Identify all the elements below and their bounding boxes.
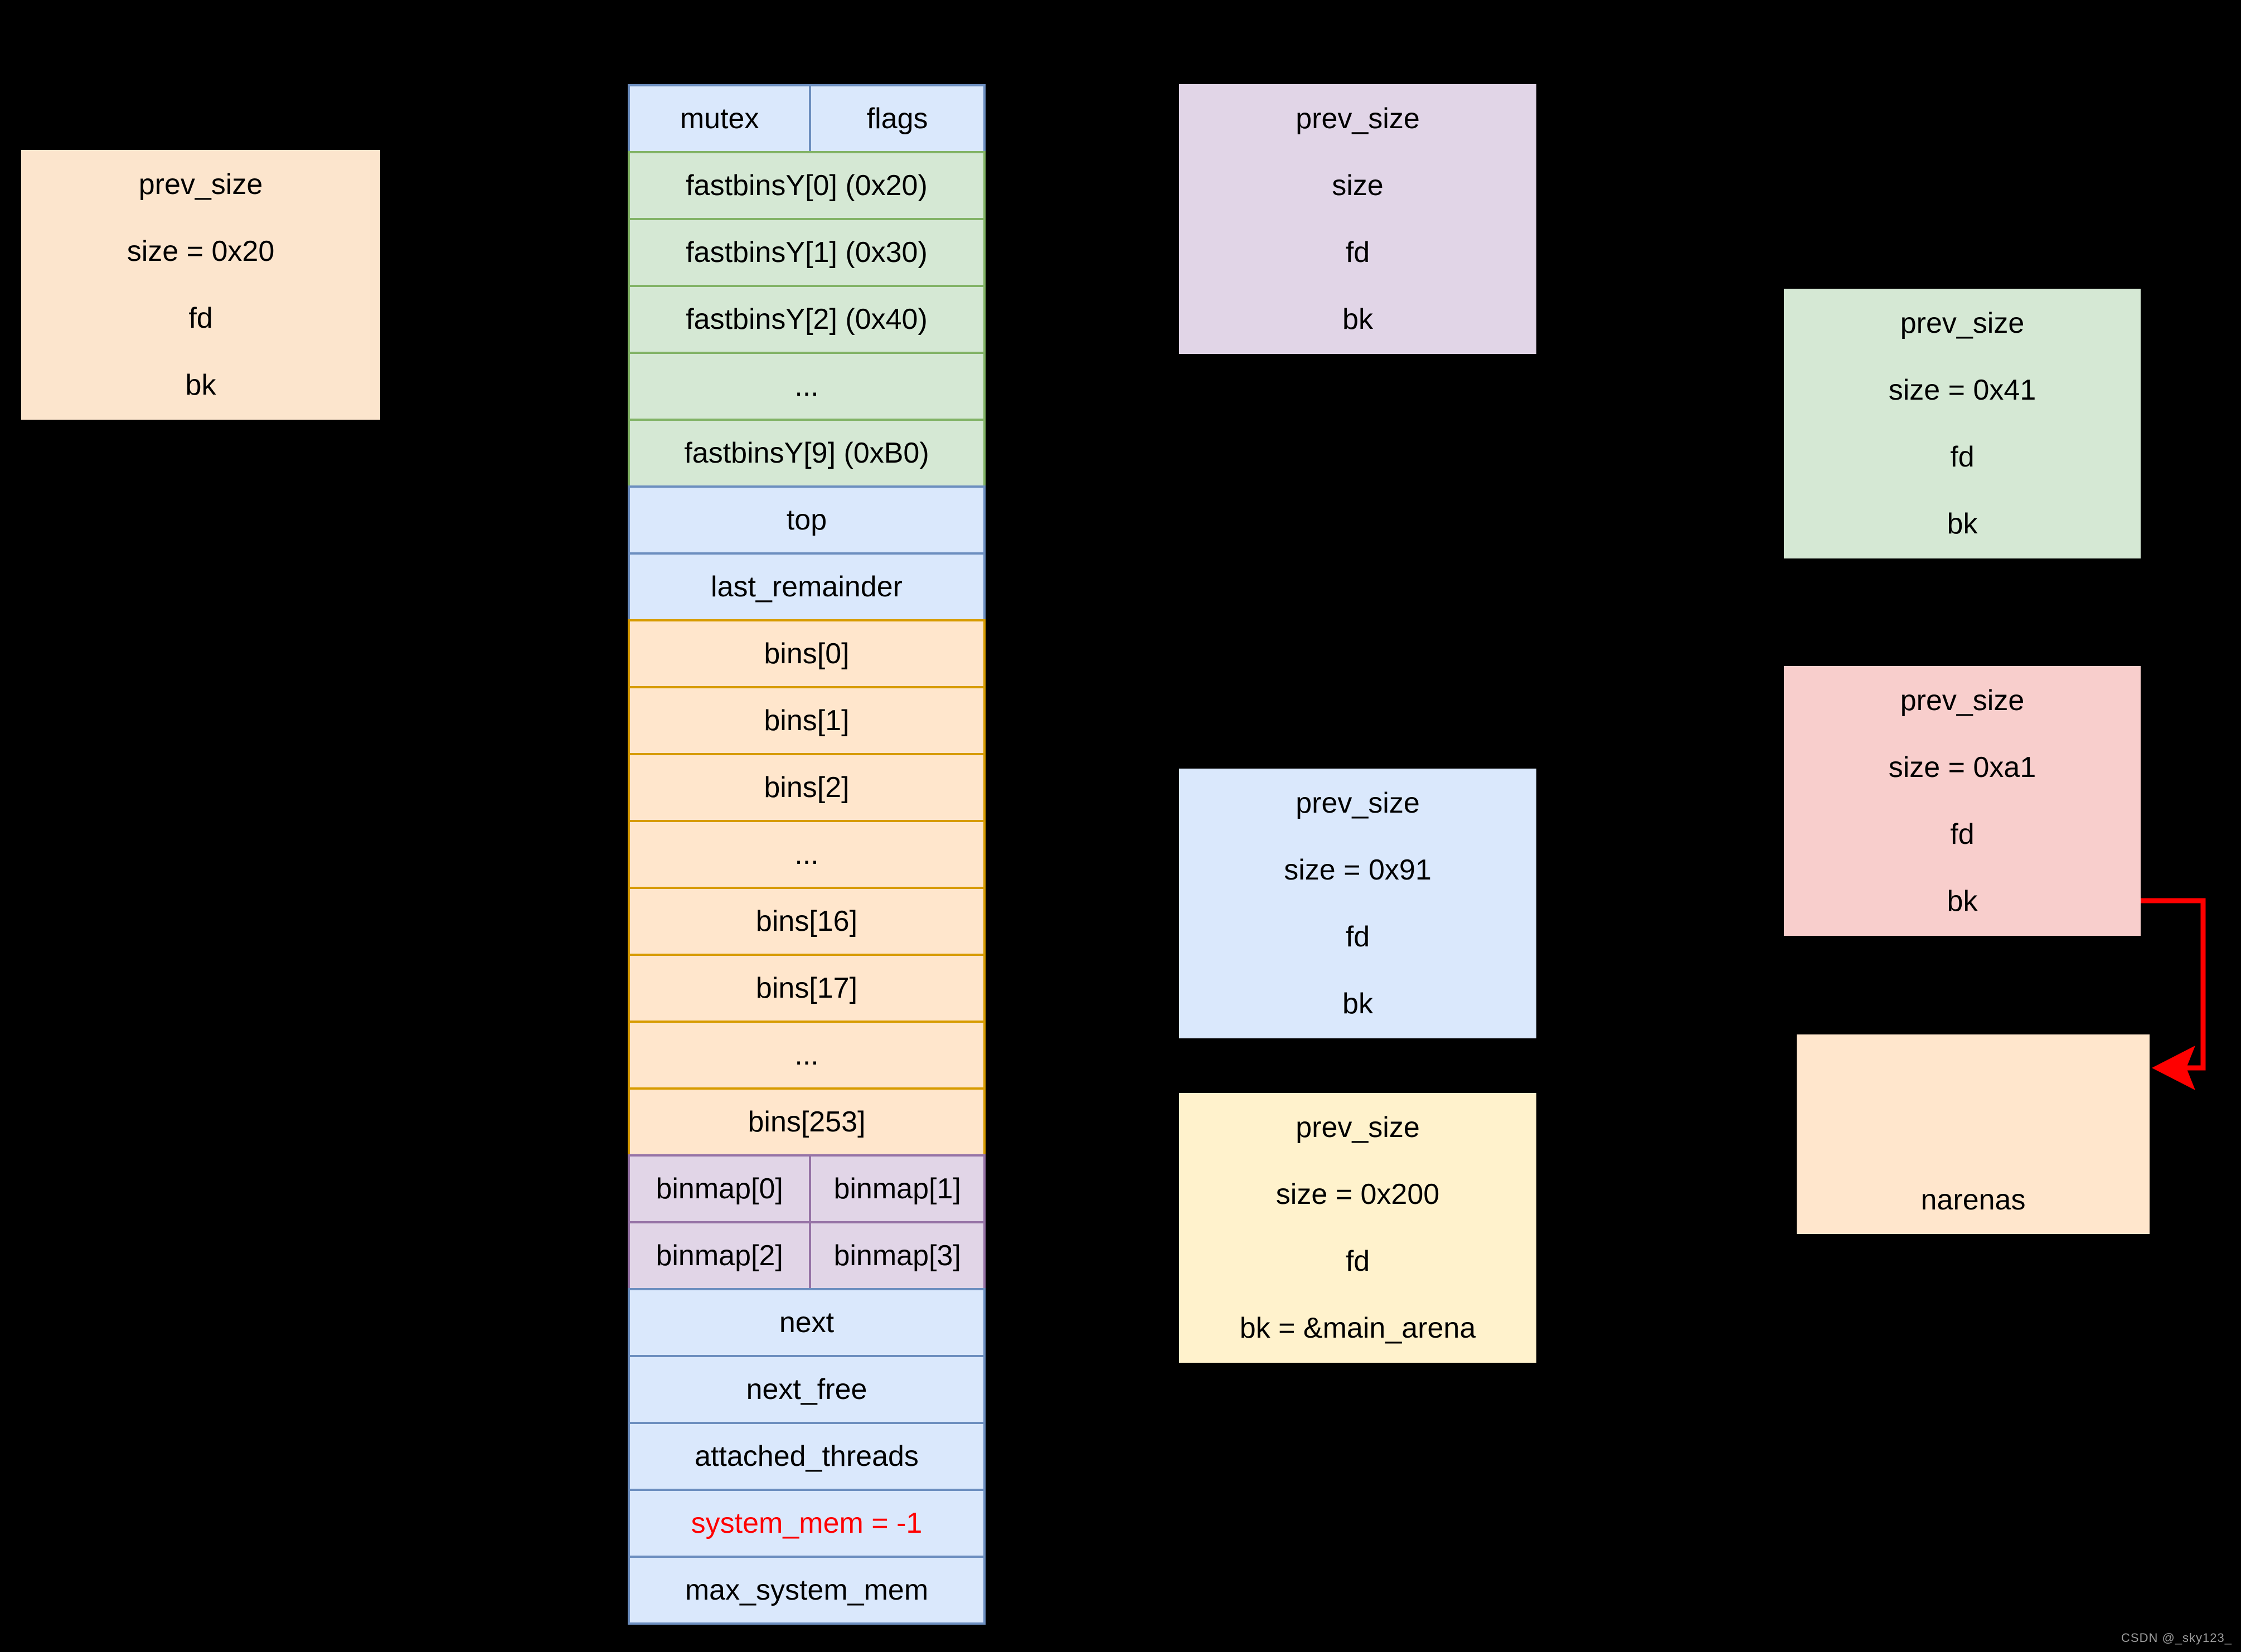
main-arena-table: mutex flags fastbinsY[0] (0x20) fastbins… [628, 84, 986, 1625]
row-fd: fd [1345, 921, 1370, 953]
narenas-box: narenas [1797, 1034, 2150, 1234]
row-prev-size: prev_size [1296, 1111, 1420, 1144]
row-last-remainder: last_remainder [628, 552, 986, 621]
binmap-cell-3: binmap[3] [809, 1223, 983, 1288]
row-bk: bk [185, 369, 216, 401]
row-prev-size: prev_size [1296, 103, 1420, 135]
fastbins-row-9: fastbinsY[9] (0xB0) [628, 419, 986, 488]
chunk-box-0xa1: prev_size size = 0xa1 fd bk [1784, 666, 2141, 936]
bins-row-2: bins[2] [628, 753, 986, 822]
bins-row-253: bins[253] [628, 1087, 986, 1157]
row-size: size = 0x41 [1888, 374, 2036, 406]
bins-row-1: bins[1] [628, 686, 986, 755]
bins-row-ellipsis-1: ... [628, 820, 986, 889]
fastbins-row-1: fastbinsY[1] (0x30) [628, 218, 986, 287]
row-size: size [1332, 169, 1384, 202]
bins-row-17: bins[17] [628, 954, 986, 1023]
red-arrow-line [2141, 898, 2206, 1071]
row-fd: fd [1950, 441, 1975, 473]
binmap-row-0: binmap[0] binmap[1] [628, 1154, 986, 1223]
row-prev-size: prev_size [1900, 307, 2025, 339]
bins-row-0: bins[0] [628, 619, 986, 688]
row-bk: bk [1947, 508, 1978, 540]
row-fd: fd [1950, 818, 1975, 851]
row-system-mem: system_mem = -1 [628, 1489, 986, 1558]
row-bk: bk [1947, 885, 1978, 917]
chunk-box-generic: prev_size size fd bk [1179, 84, 1536, 354]
watermark: CSDN @_sky123_ [2121, 1631, 2232, 1645]
mutex-cell: mutex [680, 103, 759, 135]
bins-row-16: bins[16] [628, 887, 986, 956]
row-max-system-mem: max_system_mem [628, 1556, 986, 1625]
row-fd: fd [1345, 236, 1370, 269]
narenas-row-label: narenas [1920, 1184, 2026, 1216]
binmap-cell-0: binmap[0] [656, 1173, 783, 1205]
fastbins-row-ellipsis: ... [628, 352, 986, 421]
row-size: size = 0x91 [1284, 854, 1432, 886]
row-prev-size: prev_size [138, 168, 263, 201]
chunk-box-0x41: prev_size size = 0x41 fd bk [1784, 289, 2141, 558]
binmap-cell-1: binmap[1] [809, 1157, 983, 1221]
binmap-row-1: binmap[2] binmap[3] [628, 1221, 986, 1290]
chunk-box-0x91: prev_size size = 0x91 fd bk [1179, 769, 1536, 1038]
fastbins-row-2: fastbinsY[2] (0x40) [628, 285, 986, 354]
chunk-box-0x20: prev_size size = 0x20 fd bk [21, 150, 380, 420]
row-next: next [628, 1288, 986, 1357]
row-top: top [628, 485, 986, 555]
row-mutex-flags: mutex flags [628, 84, 986, 153]
bins-row-ellipsis-2: ... [628, 1021, 986, 1090]
row-prev-size: prev_size [1900, 684, 2025, 717]
narenas-row-empty-1 [1797, 1100, 2150, 1168]
row-bk: bk [1342, 303, 1373, 336]
row-bk: bk [1342, 988, 1373, 1020]
row-attached-threads: attached_threads [628, 1422, 986, 1491]
row-bk-main-arena: bk = &main_arena [1239, 1312, 1476, 1344]
row-size: size = 0xa1 [1888, 751, 2036, 784]
binmap-cell-2: binmap[2] [656, 1240, 783, 1272]
row-fd: fd [1345, 1245, 1370, 1277]
narenas-row-empty-0 [1797, 1034, 2150, 1102]
red-arrow-head-icon [2152, 1046, 2195, 1090]
chunk-box-0x200: prev_size size = 0x200 fd bk = &main_are… [1179, 1093, 1536, 1363]
fastbins-row-0: fastbinsY[0] (0x20) [628, 151, 986, 220]
row-size: size = 0x200 [1275, 1178, 1440, 1211]
flags-cell: flags [809, 86, 983, 151]
row-prev-size: prev_size [1296, 787, 1420, 819]
row-next-free: next_free [628, 1355, 986, 1424]
row-fd: fd [188, 302, 213, 334]
row-size: size = 0x20 [127, 235, 275, 268]
